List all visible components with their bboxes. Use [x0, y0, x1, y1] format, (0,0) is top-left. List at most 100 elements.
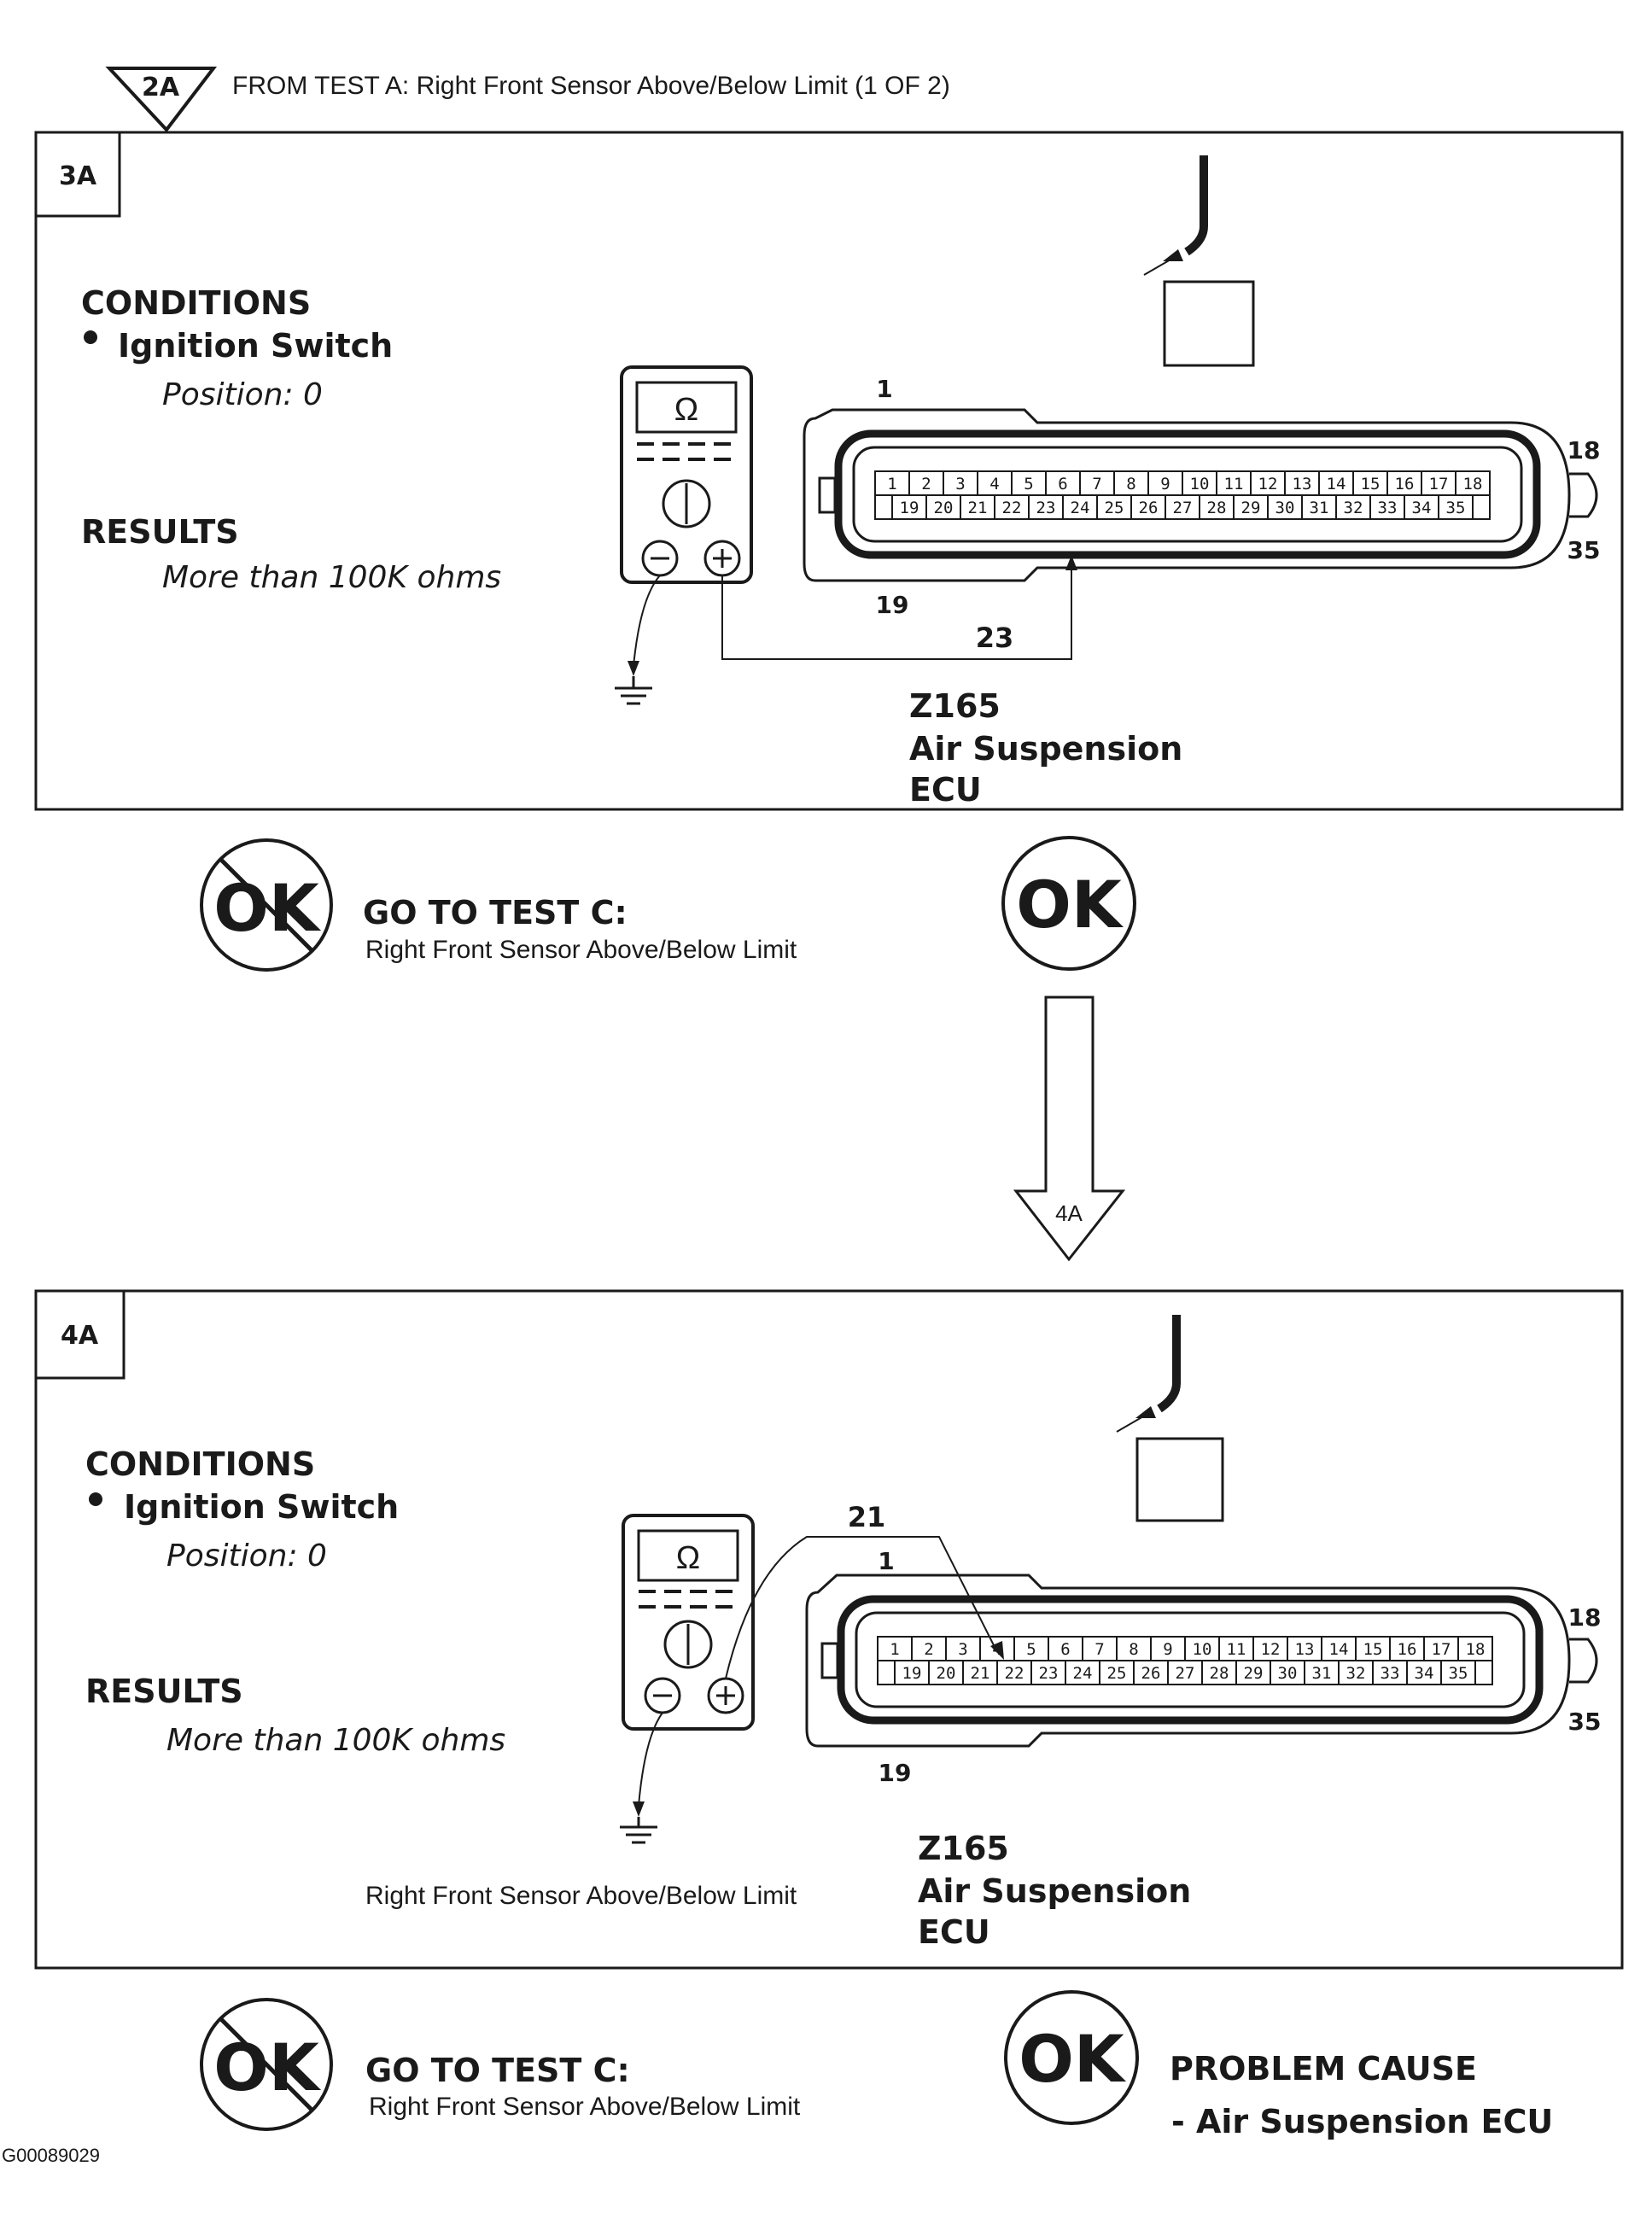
- pin-number: 1: [890, 1640, 899, 1659]
- pin-number: 16: [1395, 475, 1415, 493]
- pin-number: 13: [1293, 475, 1312, 493]
- step-3a-not-ok: OK GO TO TEST C: Right Front Sensor Abov…: [200, 838, 797, 972]
- ground-icon: [615, 676, 652, 705]
- pin-number: 19: [902, 1664, 922, 1683]
- pin-number: 8: [1129, 1640, 1138, 1659]
- pin-number: 30: [1275, 499, 1295, 517]
- step-label: 3A: [59, 161, 97, 191]
- step-4a-panel: 4A CONDITIONS Ignition Switch Position: …: [34, 1289, 1624, 1970]
- pin-number: 9: [1163, 1640, 1172, 1659]
- extra-note: Right Front Sensor Above/Below Limit: [365, 1882, 797, 1910]
- pin-number: 25: [1105, 499, 1124, 517]
- pin-label: 23: [976, 622, 1014, 654]
- pin-number: 20: [937, 1664, 956, 1683]
- ohmmeter: Ω: [620, 365, 753, 584]
- ohmmeter: Ω: [622, 1514, 755, 1731]
- component-id: Z165: [909, 687, 1001, 725]
- problem-cause-heading: PROBLEM CAUSE: [1170, 2050, 1477, 2087]
- pin-number: 21: [968, 499, 988, 517]
- pin-number: 21: [971, 1664, 990, 1683]
- pin-number: 19: [900, 499, 919, 517]
- pin-number: 24: [1073, 1664, 1093, 1683]
- pin-number: 14: [1329, 1640, 1349, 1659]
- ref-label: 2A: [142, 73, 180, 102]
- pin-number: 22: [1002, 499, 1022, 517]
- pin-cell: [1440, 1660, 1476, 1685]
- pin-number: 30: [1278, 1664, 1298, 1683]
- step-label-box: [34, 131, 121, 218]
- pin-number: 7: [1092, 475, 1101, 493]
- pin-number: 31: [1310, 499, 1329, 517]
- pin-number: 2: [921, 475, 931, 493]
- disconnected-plug-icon: [1116, 1315, 1224, 1522]
- pin-number: 11: [1227, 1640, 1246, 1659]
- pin-number: 3: [958, 1640, 967, 1659]
- component-id: Z165: [918, 1830, 1009, 1867]
- not-ok-detail: Right Front Sensor Above/Below Limit: [369, 2093, 801, 2121]
- step-4a-not-ok: OK GO TO TEST C: Right Front Sensor Abov…: [200, 1998, 801, 2131]
- component-name-line-2: ECU: [918, 1913, 990, 1951]
- probe-lead: [725, 1536, 998, 1679]
- pin-number: 3: [955, 475, 965, 493]
- pin-number: 6: [1060, 1640, 1070, 1659]
- pin-number: 12: [1261, 1640, 1281, 1659]
- pin-number: 27: [1176, 1664, 1195, 1683]
- ground-lead-arrow: [628, 661, 639, 676]
- pin-number: 25: [1107, 1664, 1127, 1683]
- pin-number: 13: [1295, 1640, 1315, 1659]
- pin-label: 21: [848, 1501, 886, 1533]
- bullet-icon: [84, 330, 97, 344]
- ok-symbol: OK: [1016, 867, 1124, 943]
- ok-icon: [1004, 1990, 1139, 2125]
- meter-symbol: Ω: [676, 1540, 700, 1576]
- pin-number: 4: [992, 1640, 1001, 1659]
- meter-scale: [639, 1590, 733, 1609]
- pin-number: 1: [887, 475, 896, 493]
- pin-number: 31: [1312, 1664, 1332, 1683]
- component-name-line-1: Air Suspension: [918, 1872, 1191, 1910]
- ground-lead: [638, 1712, 663, 1807]
- connector-label-19: 19: [879, 1759, 912, 1787]
- condition-item: Ignition Switch: [118, 327, 393, 365]
- connector-label-35: 35: [1568, 1708, 1602, 1736]
- pin-number: 2: [924, 1640, 933, 1659]
- results-text: More than 100K ohms: [162, 560, 501, 595]
- header: 2A FROM TEST A: Right Front Sensor Above…: [105, 67, 950, 133]
- pin-number: 33: [1381, 1664, 1400, 1683]
- pin-number: 28: [1207, 499, 1227, 517]
- results-text: More than 100K ohms: [166, 1723, 505, 1758]
- pin-number: 32: [1344, 499, 1363, 517]
- connector-label-1: 1: [878, 1547, 894, 1575]
- step-3a-ok: OK 4A: [1001, 836, 1136, 1262]
- connector-label-1: 1: [876, 375, 892, 403]
- ok-symbol: OK: [1019, 2021, 1127, 2097]
- pin-number: 22: [1005, 1664, 1024, 1683]
- pin-number: 16: [1398, 1640, 1417, 1659]
- pin-number: 27: [1173, 499, 1193, 517]
- ground-lead: [633, 575, 661, 667]
- header-title: FROM TEST A: Right Front Sensor Above/Be…: [232, 72, 950, 100]
- figure-id: G00089029: [2, 2145, 100, 2166]
- conditions-heading: CONDITIONS: [85, 1445, 315, 1483]
- condition-item: Ignition Switch: [124, 1488, 399, 1526]
- ground-icon: [620, 1817, 657, 1844]
- connector-label-35: 35: [1567, 536, 1601, 564]
- connector-label-19: 19: [876, 591, 909, 619]
- results-heading: RESULTS: [81, 513, 239, 551]
- meter-scale: [637, 442, 731, 461]
- pin-number: 18: [1463, 475, 1483, 493]
- not-ok-action: GO TO TEST C:: [365, 2052, 630, 2089]
- pin-number: 23: [1039, 1664, 1059, 1683]
- panel-frame: [34, 131, 1624, 811]
- component-name-line-1: Air Suspension: [909, 730, 1182, 768]
- step-3a-panel: 3A CONDITIONS Ignition Switch Position: …: [34, 131, 1624, 811]
- pin-number: 4: [989, 475, 999, 493]
- pin-number: 9: [1160, 475, 1170, 493]
- pin-number: 29: [1244, 1664, 1264, 1683]
- pin-number: 24: [1071, 499, 1090, 517]
- pin-number: 35: [1446, 499, 1466, 517]
- pin-number: 23: [1036, 499, 1056, 517]
